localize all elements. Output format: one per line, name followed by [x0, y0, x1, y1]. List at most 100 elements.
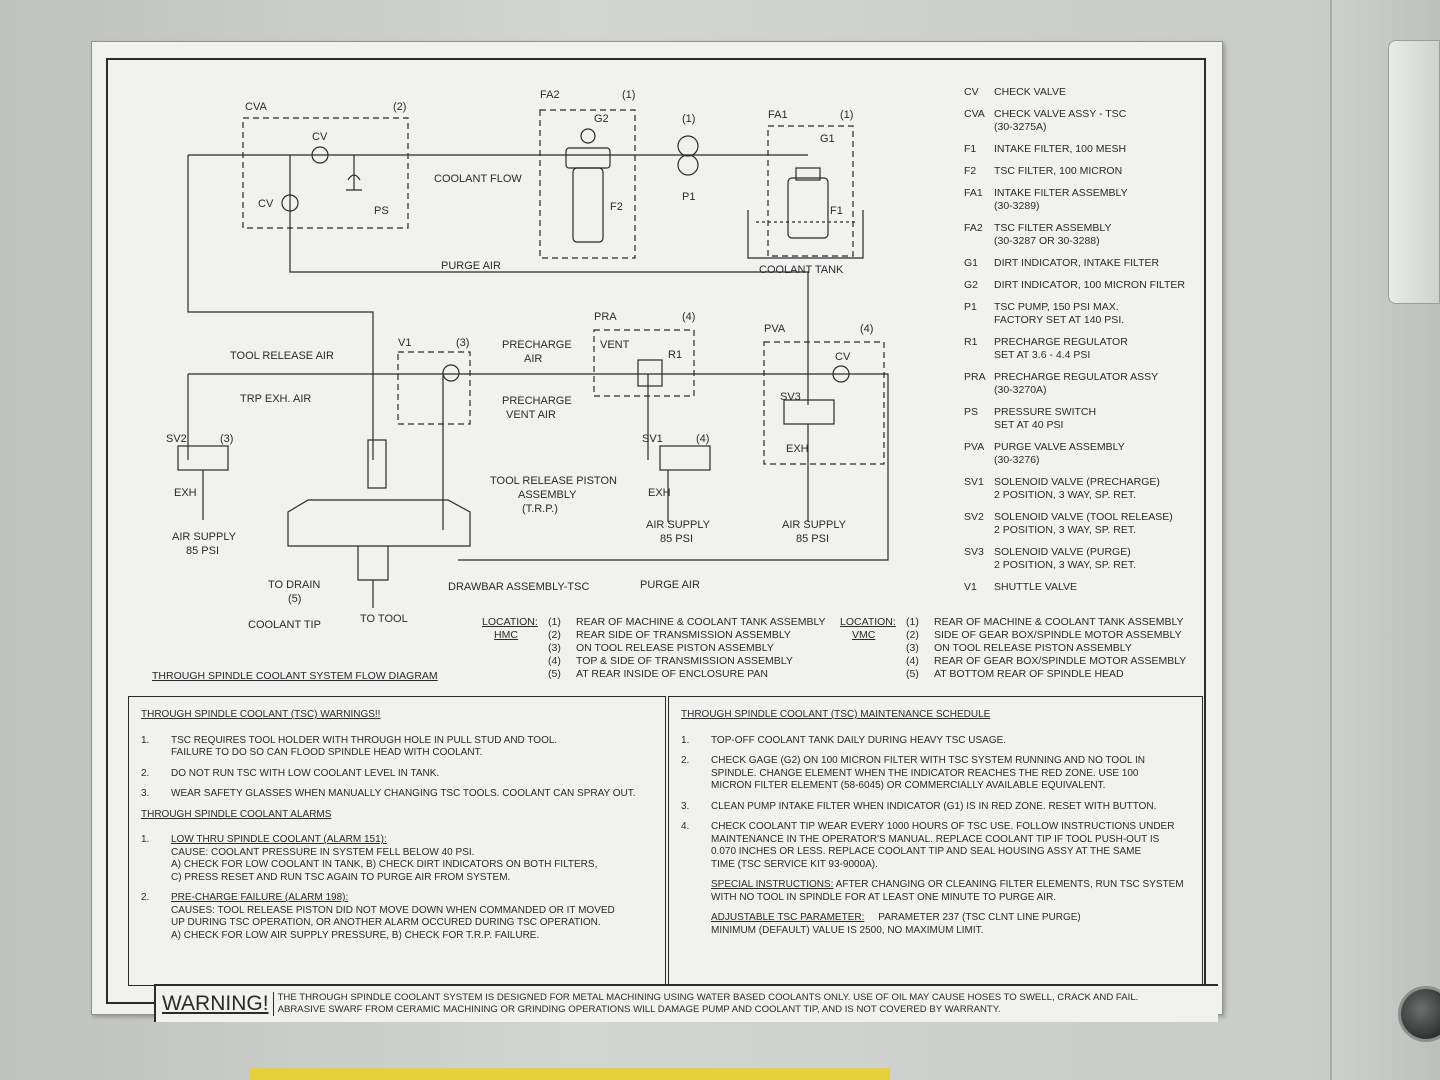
svg-text:PRECHARGE: PRECHARGE	[502, 339, 572, 351]
legend-desc: TSC FILTER ASSEMBLY(30-3287 OR 30-3288)	[994, 222, 1204, 248]
svg-text:(1): (1)	[682, 113, 695, 125]
legend-code: SV2	[964, 511, 984, 523]
list-item: 3.CLEAN PUMP INTAKE FILTER WHEN INDICATO…	[681, 801, 1190, 814]
coolant-tank	[747, 210, 864, 259]
legend-desc: INTAKE FILTER ASSEMBLY(30-3289)	[994, 187, 1204, 213]
item-line: MAINTENANCE IN THE OPERATOR'S MANUAL. RE…	[711, 833, 1160, 845]
legend-desc-line: INTAKE FILTER ASSEMBLY	[994, 187, 1128, 199]
legend-desc: INTAKE FILTER, 100 MESH	[994, 143, 1204, 156]
list-item: 4.CHECK COOLANT TIP WEAR EVERY 1000 HOUR…	[681, 821, 1190, 871]
legend-code: PS	[964, 406, 979, 418]
warnings-title: THROUGH SPINDLE COOLANT (TSC) WARNINGS!!	[141, 709, 381, 720]
list-item: 1.TSC REQUIRES TOOL HOLDER WITH THROUGH …	[141, 735, 653, 760]
legend-code: FA1	[964, 187, 983, 199]
legend-desc-line: CHECK VALVE ASSY - TSC	[994, 108, 1127, 120]
svg-text:COOLANT TIP: COOLANT TIP	[248, 619, 321, 631]
svg-text:(4): (4)	[682, 311, 695, 323]
location-num: (4)	[548, 655, 561, 667]
warning-text: THE THROUGH SPINDLE COOLANT SYSTEM IS DE…	[278, 992, 1139, 1017]
legend-desc-line: PRECHARGE REGULATOR	[994, 336, 1128, 348]
legend-desc: DIRT INDICATOR, INTAKE FILTER	[994, 257, 1204, 270]
legend-desc: SOLENOID VALVE (PRECHARGE)2 POSITION, 3 …	[994, 476, 1204, 502]
sv2-valve	[177, 445, 229, 471]
svg-text:R1: R1	[668, 349, 682, 361]
svg-text:TO TOOL: TO TOOL	[360, 613, 408, 625]
legend-code: G1	[964, 257, 979, 269]
location-row: (2) SIDE OF GEAR BOX/SPINDLE MOTOR ASSEMB…	[906, 629, 1206, 642]
svg-text:85 PSI: 85 PSI	[796, 533, 829, 545]
location-row: (2)REAR SIDE OF TRANSMISSION ASSEMBLY	[548, 629, 848, 642]
adjustable-parameter: ADJUSTABLE TSC PARAMETER: PARAMETER 237 …	[711, 912, 1081, 936]
svg-text:AIR SUPPLY: AIR SUPPLY	[782, 519, 847, 531]
legend-desc-line: (30-3270A)	[994, 384, 1047, 396]
svg-text:PURGE AIR: PURGE AIR	[640, 579, 700, 591]
location-desc: REAR OF MACHINE & COOLANT TANK ASSEMBLY	[934, 616, 1184, 628]
label-border: CVA (2) CV CV PS COOLANT FLOW FA2 (1) G2…	[106, 58, 1218, 1022]
svg-text:(4): (4)	[860, 323, 873, 335]
legend-desc-line: PRESSURE SWITCH	[994, 406, 1097, 418]
location-num: (1)	[906, 616, 919, 628]
item-line: FAILURE TO DO SO CAN FLOOD SPINDLE HEAD …	[171, 747, 483, 758]
legend-desc-line: (30-3275A)	[994, 121, 1047, 133]
svg-text:PURGE AIR: PURGE AIR	[441, 260, 501, 272]
svg-text:TRP EXH. AIR: TRP EXH. AIR	[240, 393, 311, 405]
legend-code: FA2	[964, 222, 983, 234]
item-number: 3.	[141, 788, 150, 799]
item-number: 1.	[681, 734, 690, 746]
param-line-2: MINIMUM (DEFAULT) VALUE IS 2500, NO MAXI…	[711, 924, 984, 936]
bolt-icon	[1398, 986, 1440, 1042]
legend-desc-line: TSC FILTER ASSEMBLY	[994, 222, 1112, 234]
legend-desc-line: (30-3276)	[994, 454, 1040, 466]
svg-text:AIR SUPPLY: AIR SUPPLY	[172, 531, 237, 543]
item-number: 1.	[141, 834, 150, 845]
item-line: SPINDLE. CHANGE ELEMENT WHEN THE INDICAT…	[711, 767, 1139, 779]
location-desc: ON TOOL RELEASE PISTON ASSEMBLY	[934, 642, 1132, 654]
location-desc: REAR OF MACHINE & COOLANT TANK ASSEMBLY	[576, 616, 826, 628]
list-item: 2.DO NOT RUN TSC WITH LOW COOLANT LEVEL …	[141, 768, 653, 781]
legend-desc: PRECHARGE REGULATOR ASSY(30-3270A)	[994, 371, 1204, 397]
location-row: (1)REAR OF MACHINE & COOLANT TANK ASSEMB…	[548, 616, 848, 629]
svg-text:(2): (2)	[393, 101, 406, 113]
list-item: 1.TOP-OFF COOLANT TANK DAILY DURING HEAV…	[681, 735, 1190, 748]
legend-code: G2	[964, 279, 979, 291]
location-num: (3)	[906, 642, 919, 654]
location-desc: SIDE OF GEAR BOX/SPINDLE MOTOR ASSEMBLY	[934, 629, 1182, 641]
legend-desc-line: SHUTTLE VALVE	[994, 581, 1078, 593]
item-text: WEAR SAFETY GLASSES WHEN MANUALLY CHANGI…	[171, 788, 636, 801]
sv3-valve	[783, 399, 835, 425]
item-line: C) PRESS RESET AND RUN TSC AGAIN TO PURG…	[171, 871, 511, 883]
legend-desc-line: DIRT INDICATOR, INTAKE FILTER	[994, 257, 1160, 269]
warnings-panel: THROUGH SPINDLE COOLANT (TSC) WARNINGS!!…	[128, 696, 666, 986]
legend-item: FA1 INTAKE FILTER ASSEMBLY(30-3289)	[964, 187, 1204, 213]
location-num: (2)	[906, 629, 919, 641]
maintenance-title: THROUGH SPINDLE COOLANT (TSC) MAINTENANC…	[681, 709, 991, 720]
item-text: CHECK GAGE (G2) ON 100 MICRON FILTER WIT…	[711, 755, 1145, 793]
sv1-valve	[659, 445, 711, 471]
legend-code: V1	[964, 581, 977, 593]
legend-code: F1	[964, 143, 977, 155]
legend-desc-line: SET AT 40 PSI	[994, 419, 1064, 431]
location-desc: REAR SIDE OF TRANSMISSION ASSEMBLY	[576, 629, 791, 641]
yellow-sticker-edge	[250, 1068, 890, 1080]
legend-desc-line: PRECHARGE REGULATOR ASSY	[994, 371, 1159, 383]
legend-item: PVA PURGE VALVE ASSEMBLY(30-3276)	[964, 441, 1204, 467]
legend-code: PVA	[964, 441, 985, 453]
item-line: CAUSE: COOLANT PRESSURE IN SYSTEM FELL B…	[171, 846, 475, 858]
legend-desc-line: PURGE VALVE ASSEMBLY	[994, 441, 1125, 453]
svg-text:AIR: AIR	[524, 353, 542, 365]
item-line: 0.070 INCHES OR LESS. REPLACE COOLANT TI…	[711, 846, 1142, 857]
item-line: A) CHECK FOR LOW COOLANT IN TANK, B) CHE…	[171, 859, 598, 870]
svg-text:TOOL RELEASE PISTON: TOOL RELEASE PISTON	[490, 475, 617, 487]
item-line: DO NOT RUN TSC WITH LOW COOLANT LEVEL IN…	[171, 767, 440, 779]
svg-text:CV: CV	[835, 351, 851, 363]
legend-desc: CHECK VALVE	[994, 86, 1204, 99]
svg-text:PS: PS	[374, 205, 389, 217]
svg-text:85 PSI: 85 PSI	[186, 545, 219, 557]
legend-desc-line: FACTORY SET AT 140 PSI.	[994, 314, 1125, 326]
